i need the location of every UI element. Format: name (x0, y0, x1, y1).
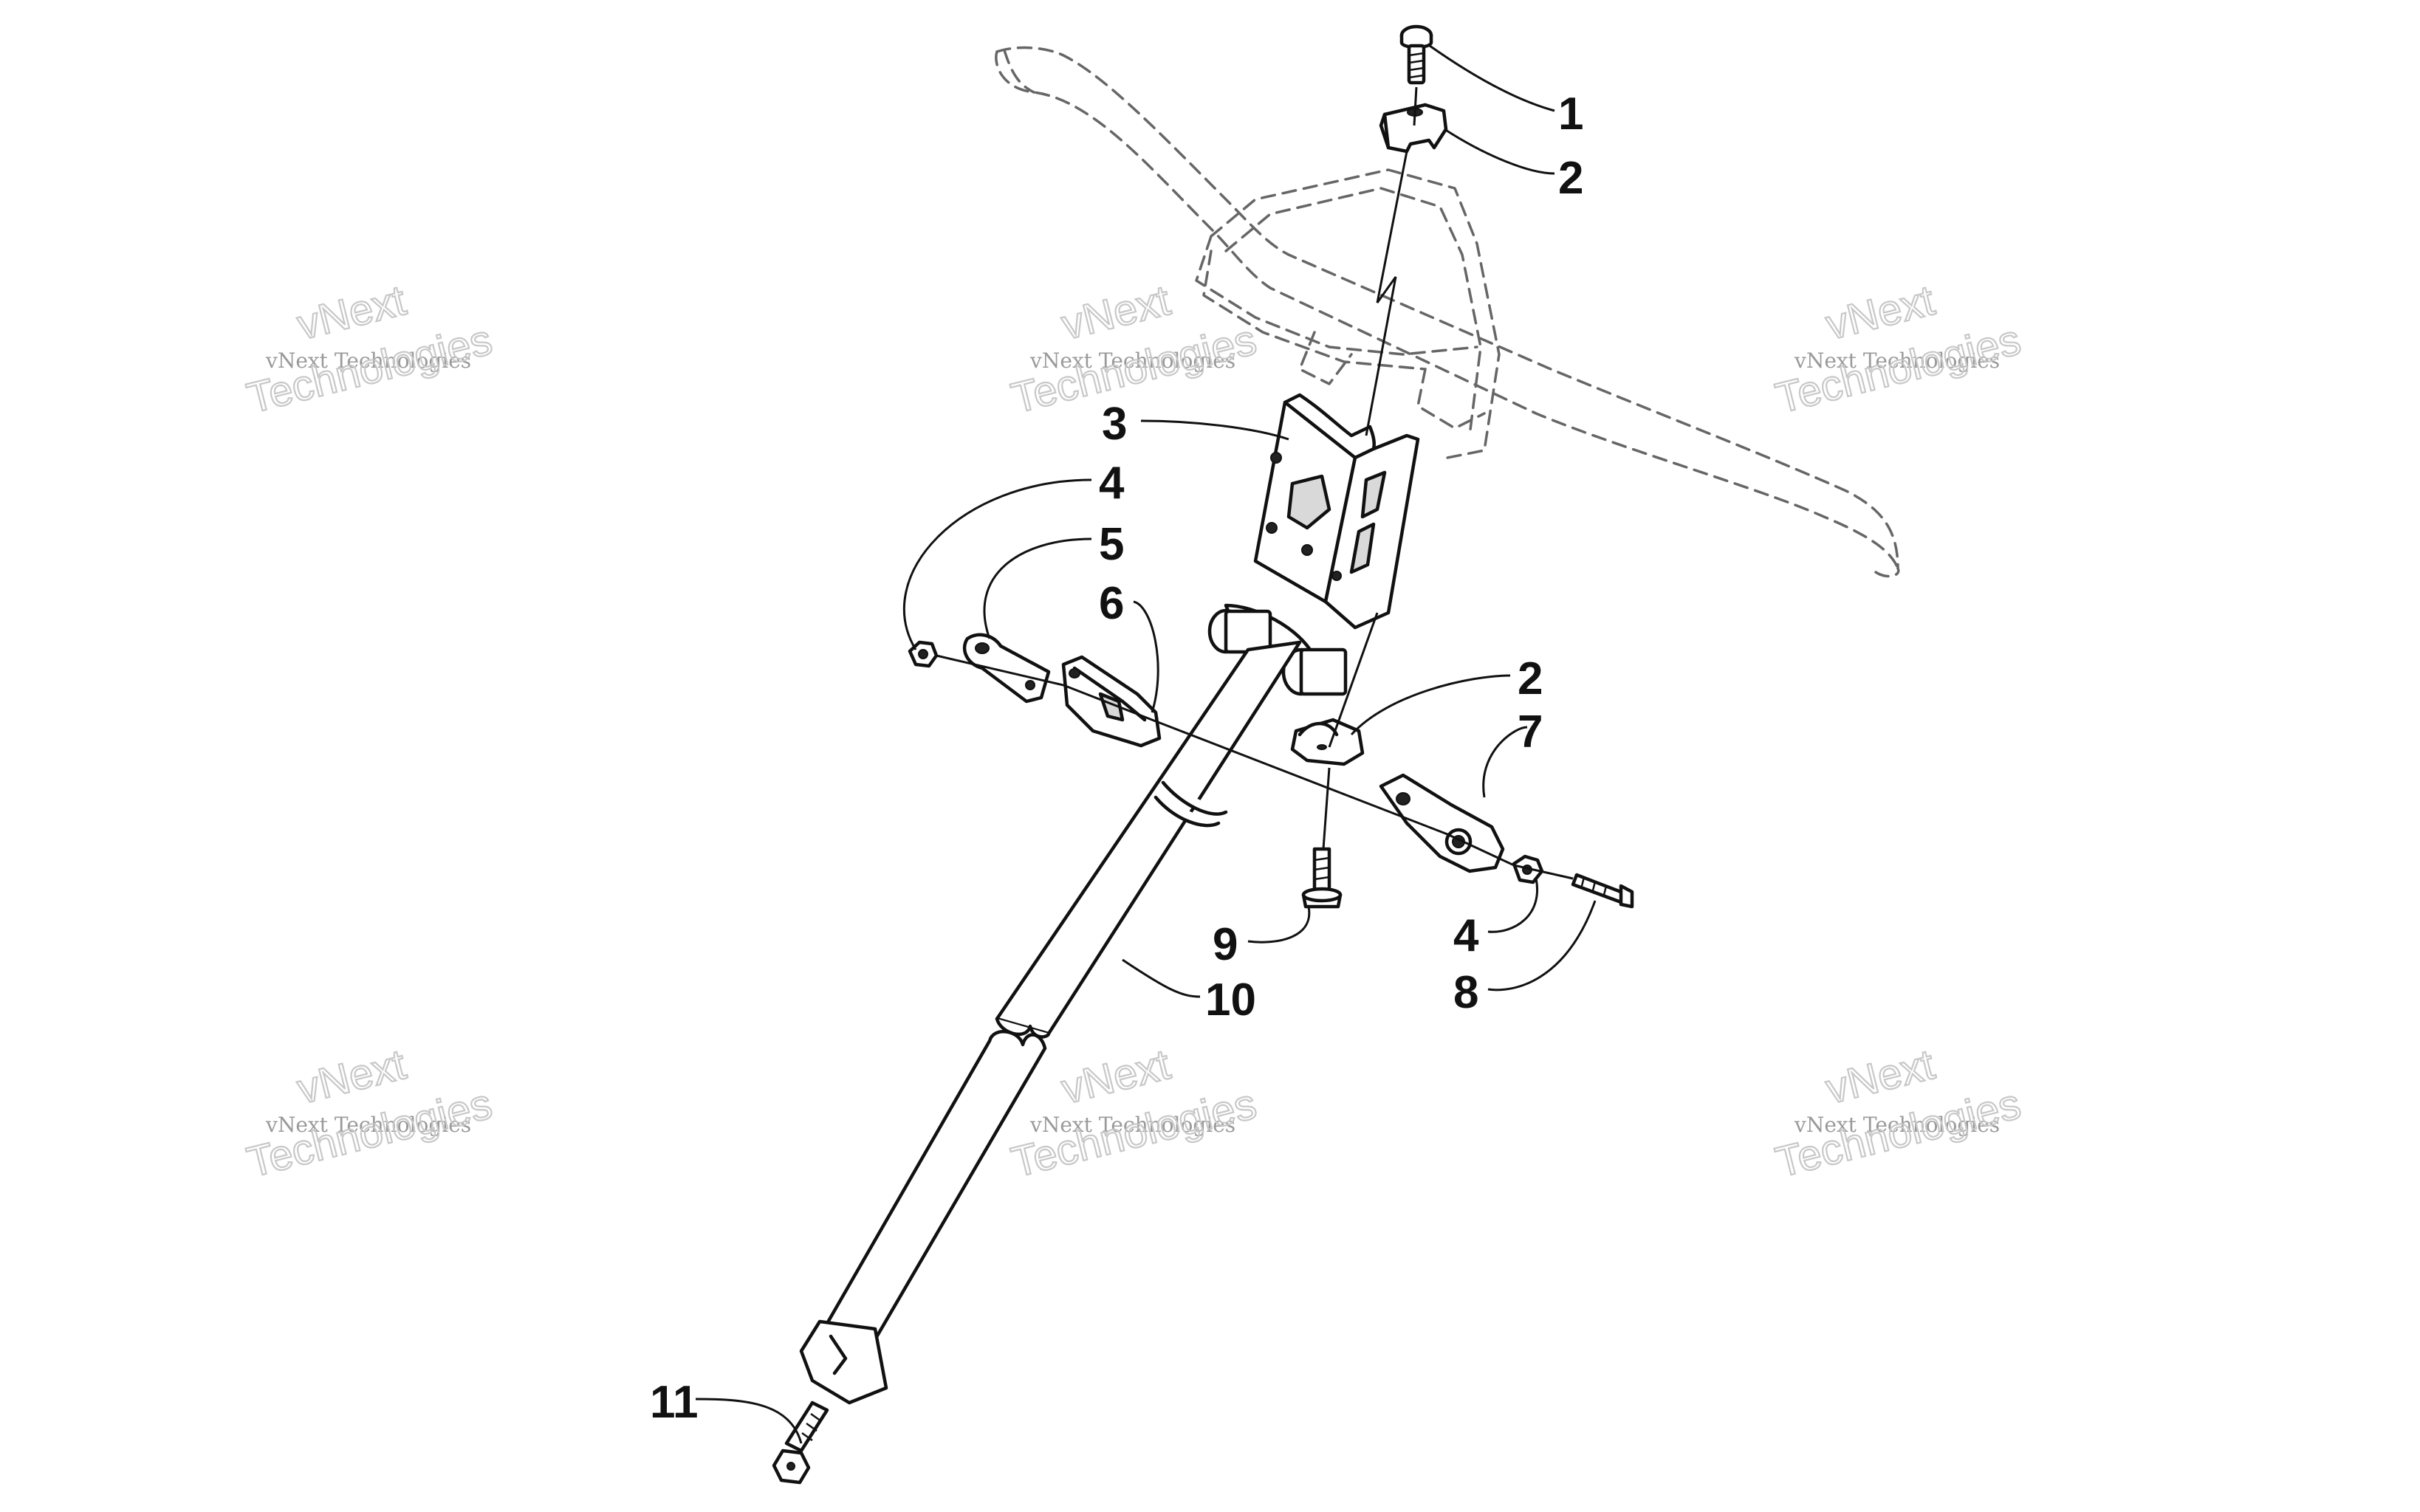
part-11-bolt-nut (772, 1401, 829, 1485)
watermark-4: vNext vNext Technologies Technologies (241, 1040, 497, 1188)
watermark-3: vNext vNext Technologies Technologies (1770, 275, 2026, 424)
watermark-1: vNext vNext Technologies Technologies (241, 275, 497, 424)
part-4-nut-left (908, 640, 939, 668)
callout-7: 7 (1518, 707, 1543, 757)
callout-5: 5 (1099, 519, 1124, 570)
part-1-bolt (1399, 24, 1433, 85)
watermark-text-small: vNext Technologies (1029, 348, 1235, 373)
part-10-steering-post (799, 603, 1348, 1405)
callout-3: 3 (1102, 399, 1127, 450)
handlebar-phantom (995, 46, 1900, 578)
callout-1: 1 (1558, 89, 1583, 140)
callout-11: 11 (650, 1377, 699, 1428)
callout-2-bottom: 2 (1518, 653, 1543, 704)
callout-6: 6 (1099, 578, 1124, 629)
assembly-centerlines (936, 86, 1574, 880)
watermark-text-small: vNext Technologies (1794, 348, 2000, 373)
callout-numbers: 1 2 3 4 5 6 2 7 4 8 9 10 11 (650, 89, 1583, 1428)
leader-lines (695, 44, 1597, 1444)
part-5-bracket (962, 633, 1051, 704)
callout-10: 10 (1205, 975, 1256, 1025)
part-6-mount (1061, 655, 1162, 748)
callout-8: 8 (1453, 967, 1478, 1018)
watermark-text-small: vNext Technologies (1029, 1113, 1235, 1137)
callout-4-right: 4 (1453, 910, 1479, 961)
watermark-text-small: vNext Technologies (1794, 1113, 2000, 1137)
part-3-riser-block (1253, 393, 1420, 630)
part-9-bolt (1301, 847, 1343, 909)
watermark-text-small: vNext Technologies (265, 348, 471, 373)
callout-9: 9 (1213, 919, 1238, 970)
part-2-clamp-cap-bottom (1290, 718, 1365, 766)
part-8-bolt (1571, 873, 1634, 909)
watermark-6: vNext vNext Technologies Technologies (1770, 1040, 2026, 1188)
callout-4-left: 4 (1099, 458, 1125, 509)
callout-2-top: 2 (1558, 153, 1583, 204)
part-2-clamp-cap-top (1379, 103, 1448, 154)
watermark-text-small: vNext Technologies (265, 1113, 471, 1137)
watermark-2: vNext vNext Technologies Technologies (1006, 275, 1261, 424)
